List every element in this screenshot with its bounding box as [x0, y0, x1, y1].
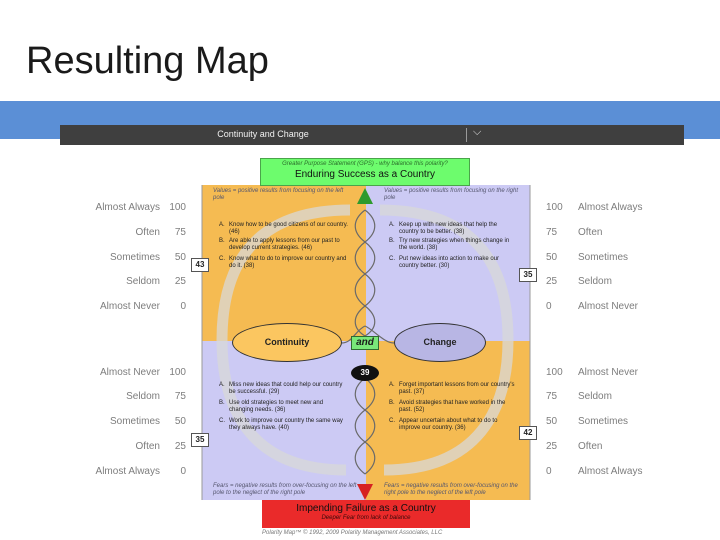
- list-item: B. Are able to apply lessons from our pa…: [219, 238, 340, 251]
- scale-value: 50: [174, 252, 186, 263]
- arrow-down-head: [357, 484, 373, 500]
- scale-label: Seldom: [126, 276, 160, 287]
- scale-value: 100: [169, 367, 186, 378]
- scale-label: Often: [135, 441, 160, 452]
- greater-purpose-box: Greater Purpose Statement (GPS) - why ba…: [260, 158, 470, 186]
- scale-label: Often: [135, 227, 160, 238]
- chevron-down-icon[interactable]: ⌵: [473, 126, 482, 138]
- list-item: A. Know how to be good citizens of our c…: [219, 222, 348, 235]
- score-upper-left: 43: [191, 258, 209, 272]
- gps-title: Enduring Success as a Country: [294, 169, 436, 180]
- scale-label: Sometimes: [578, 416, 629, 427]
- scale-value: 75: [174, 227, 186, 238]
- score-upper-right: 35: [519, 268, 537, 282]
- scale-value: 0: [546, 466, 552, 477]
- list-item: C. Appear uncertain about what to do to …: [389, 418, 498, 431]
- list-item: C. Work to improve our country the same …: [219, 418, 343, 431]
- scale-value: 100: [546, 202, 563, 213]
- scale-value: 50: [546, 252, 558, 263]
- right-loop-arc: [379, 204, 514, 476]
- scale-label: Almost Never: [578, 367, 639, 378]
- scale-label: Almost Never: [99, 301, 160, 312]
- scale-label: Sometimes: [109, 252, 160, 263]
- toolbar-title: Continuity and Change: [217, 129, 309, 139]
- scale-label: Almost Never: [578, 301, 639, 312]
- list-item: A. Keep up with new ideas that help the …: [389, 222, 498, 235]
- list-item: B. Avoid strategies that have worked in …: [389, 400, 506, 413]
- list-item: A. Forget important lessons from our cou…: [389, 382, 515, 395]
- scale-label: Almost Never: [99, 367, 160, 378]
- impending-failure-box: Impending Failure as a Country Deeper Fe…: [262, 500, 470, 528]
- change-pole: Change: [394, 323, 486, 362]
- scale-value: 50: [546, 416, 558, 427]
- slide-title: Resulting Map: [26, 40, 269, 82]
- gps-label: Greater Purpose Statement (GPS) - why ba…: [282, 161, 448, 167]
- left-loop-arc: [216, 204, 351, 476]
- copyright-note: Polarity Map™ © 1992, 2009 Polarity Mana…: [262, 530, 443, 536]
- pole-link-right: [364, 325, 395, 344]
- scale-value: 75: [174, 391, 186, 402]
- scale-label: Seldom: [126, 391, 160, 402]
- toolbar-separator: [466, 128, 467, 142]
- scale-value: 0: [546, 301, 552, 312]
- scale-value: 25: [546, 441, 558, 452]
- lower-right-header: Fears = negative results from over-focus…: [384, 483, 518, 496]
- scale-label: Almost Always: [95, 466, 160, 477]
- list-item: B. Try new strategies when things change…: [389, 238, 510, 251]
- failure-subtitle: Deeper Fear from lack of balance: [321, 515, 411, 521]
- list-item: B. Use old strategies to meet new and ch…: [219, 400, 324, 413]
- scale-label: Often: [578, 441, 603, 452]
- continuity-pole: Continuity: [232, 323, 342, 362]
- scale-label: Sometimes: [109, 416, 160, 427]
- list-item: C. Put new ideas into action to make our…: [389, 256, 500, 269]
- scale-value: 0: [180, 301, 186, 312]
- map-toolbar: Continuity and Change ⌵: [60, 125, 684, 145]
- scale-label: Almost Always: [578, 202, 643, 213]
- list-item: A. Miss new ideas that could help our co…: [219, 382, 343, 395]
- scale-label: Almost Always: [95, 202, 160, 213]
- list-item: C. Know what to do to improve our countr…: [219, 256, 347, 269]
- scale-label: Sometimes: [578, 252, 629, 263]
- score-lower-left: 35: [191, 433, 209, 447]
- scale-value: 100: [546, 367, 563, 378]
- scale-value: 25: [174, 441, 186, 452]
- scale-label: Seldom: [578, 391, 612, 402]
- scale-label: Almost Always: [578, 466, 643, 477]
- scale-value: 75: [546, 227, 558, 238]
- braid-right: [354, 209, 376, 475]
- upper-right-header: Values = positive results from focusing …: [384, 188, 519, 201]
- arrow-up-head: [357, 188, 373, 204]
- scale-value: 25: [546, 276, 558, 287]
- scale-label: Seldom: [578, 276, 612, 287]
- scale-value: 75: [546, 391, 558, 402]
- scale-label: Often: [578, 227, 603, 238]
- scale-value: 0: [180, 466, 186, 477]
- scale-value: 100: [169, 202, 186, 213]
- center-score-badge: 39: [351, 365, 379, 381]
- scale-value: 25: [174, 276, 186, 287]
- scale-value: 50: [174, 416, 186, 427]
- and-connector: and: [351, 336, 379, 350]
- score-lower-right: 42: [519, 426, 537, 440]
- upper-left-header: Values = positive results from focusing …: [213, 188, 344, 201]
- failure-title: Impending Failure as a Country: [296, 503, 436, 514]
- lower-left-header: Fears = negative results from over-focus…: [213, 483, 357, 496]
